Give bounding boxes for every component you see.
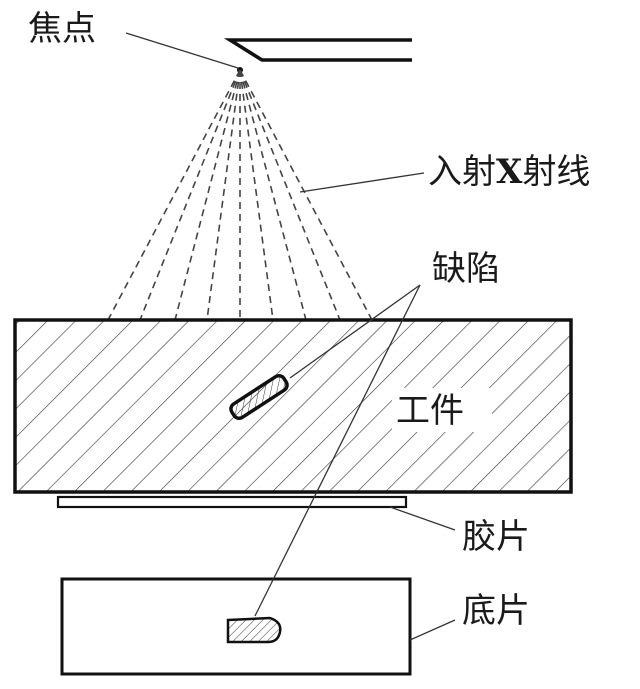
leader-negative xyxy=(409,619,456,641)
defect-shape xyxy=(229,373,289,421)
negative-defect-image xyxy=(226,616,282,644)
film-strip xyxy=(56,495,408,509)
leader-defect-1 xyxy=(289,284,421,379)
ray xyxy=(239,69,307,321)
workpiece-label-bg xyxy=(392,388,492,432)
workpiece xyxy=(13,318,573,494)
tube-outline xyxy=(223,38,412,62)
xray-beams xyxy=(107,69,373,321)
label-xray: 入射X射线 xyxy=(428,152,590,192)
label-xray-x: X xyxy=(496,152,523,192)
label-defect: 缺陷 xyxy=(432,249,500,289)
leader-film xyxy=(389,506,456,531)
film xyxy=(56,495,408,509)
ray xyxy=(239,69,274,321)
leader-xray xyxy=(299,172,425,193)
xray-tube xyxy=(223,38,412,62)
label-film: 胶片 xyxy=(462,517,530,557)
defect xyxy=(229,373,289,421)
leader-lines xyxy=(125,32,456,641)
label-workpiece: 工件 xyxy=(396,391,464,431)
leader-defect-2 xyxy=(254,284,421,617)
ray xyxy=(239,69,373,321)
negative xyxy=(60,577,412,676)
label-negative: 底片 xyxy=(462,591,530,631)
ray xyxy=(174,69,241,321)
leader-focus xyxy=(125,32,239,69)
ray xyxy=(107,69,241,321)
ray xyxy=(139,69,241,321)
label-xray-prefix: 入射 xyxy=(428,152,496,192)
ray xyxy=(206,69,241,321)
label-xray-suffix: 射线 xyxy=(522,152,590,192)
label-focus: 焦点 xyxy=(28,9,96,49)
ray xyxy=(239,69,341,321)
